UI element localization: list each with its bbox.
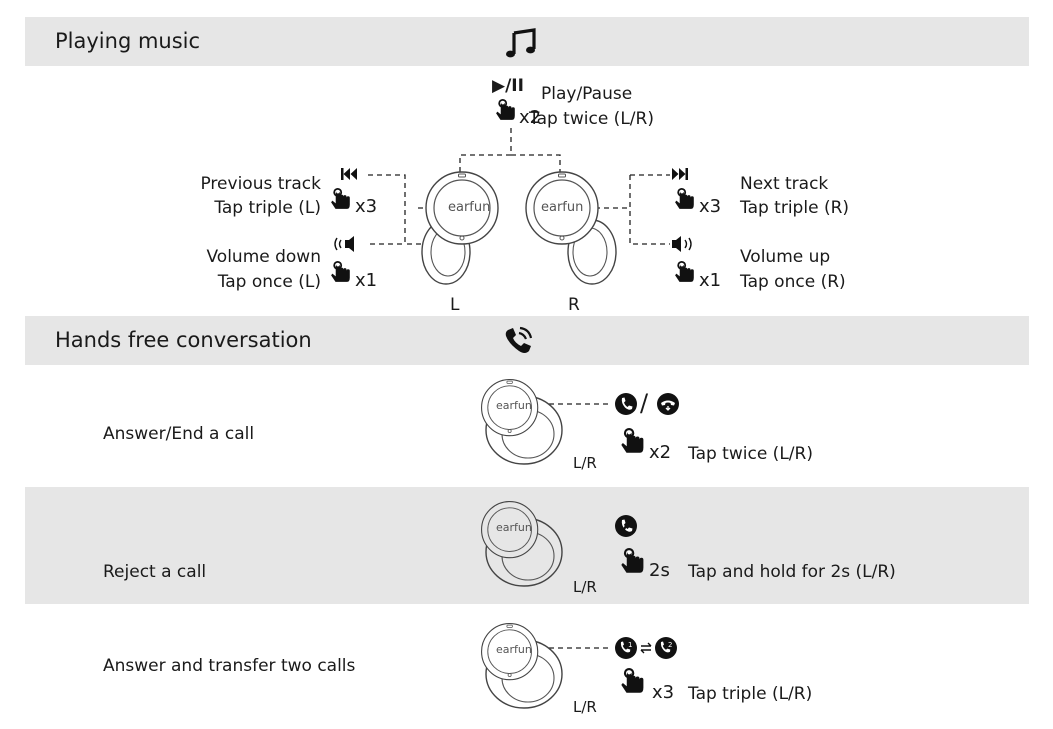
volume-down-label: Volume down [206,247,321,267]
tap-hand-icon [330,261,351,283]
svg-text:2: 2 [668,641,672,649]
tap-count: x1 [699,270,722,291]
left-earbud [421,171,499,285]
tap-hand-icon [674,188,695,210]
tap-hand-icon [620,547,645,574]
phone-answer-icon [615,393,637,415]
music-section-header: Playing music [25,17,1029,66]
left-earbud-logo: earfun [448,200,491,215]
phone-reject-icon [615,515,637,537]
music-section-title: Playing music [55,29,201,53]
side-label: L/R [573,698,597,716]
phone-hangup-icon [657,393,679,415]
tap-hand-icon [330,188,351,210]
tap-count: x2 [649,442,672,463]
previous-track-label: Previous track [200,174,321,194]
play-pause-action: Tap twice (L/R) [529,109,654,129]
calls-section-title: Hands free conversation [55,328,312,352]
call-transfer-icon: 1 2 [615,637,677,659]
play-pause-icon: ▶/II [492,76,524,96]
volume-down-action: Tap once (L) [217,272,321,292]
tap-count: x3 [699,196,722,217]
tap-count: x1 [355,270,378,291]
left-earbud-label: L [450,295,460,315]
volume-up-icon [672,236,692,252]
calls-section-header: Hands free conversation [25,316,1029,365]
reject-call-label: Reject a call [103,562,207,582]
transfer-calls-action: Tap triple (L/R) [688,684,813,704]
volume-up-label: Volume up [740,247,831,267]
previous-track-action: Tap triple (L) [214,198,321,218]
answer-end-call-label: Answer/End a call [103,424,255,444]
play-pause-label: Play/Pause [541,84,633,104]
call-earbud [481,623,563,709]
tap-count: x3 [652,682,675,703]
tap-count: x3 [355,196,378,217]
previous-track-icon [341,168,357,180]
side-label: L/R [573,454,597,472]
music-note-icon [506,28,536,58]
call-earbud [481,501,563,587]
reject-call-action: Tap and hold for 2s (L/R) [688,562,896,582]
hold-duration: 2s [649,560,670,581]
next-track-action: Tap triple (R) [740,198,850,218]
call-earbud [481,379,563,465]
right-earbud [525,171,617,285]
volume-down-icon [334,236,354,252]
svg-text:1: 1 [628,641,632,649]
tap-hand-icon [674,261,695,283]
right-earbud-logo: earfun [541,200,584,215]
next-track-icon [672,168,688,180]
answer-end-call-action: Tap twice (L/R) [688,444,813,464]
right-earbud-label: R [568,295,580,315]
phone-ringing-icon [505,326,533,353]
tap-count: x2 [519,107,542,128]
transfer-calls-label: Answer and transfer two calls [103,656,356,676]
slash-separator: / [640,389,649,417]
next-track-label: Next track [740,174,829,194]
earbud-logo: earfun [496,643,532,656]
tap-hand-icon [620,667,645,694]
volume-up-action: Tap once (R) [740,272,846,292]
earbud-logo: earfun [496,521,532,534]
earbud-logo: earfun [496,399,532,412]
tap-hand-icon [620,428,645,454]
side-label: L/R [573,578,597,596]
